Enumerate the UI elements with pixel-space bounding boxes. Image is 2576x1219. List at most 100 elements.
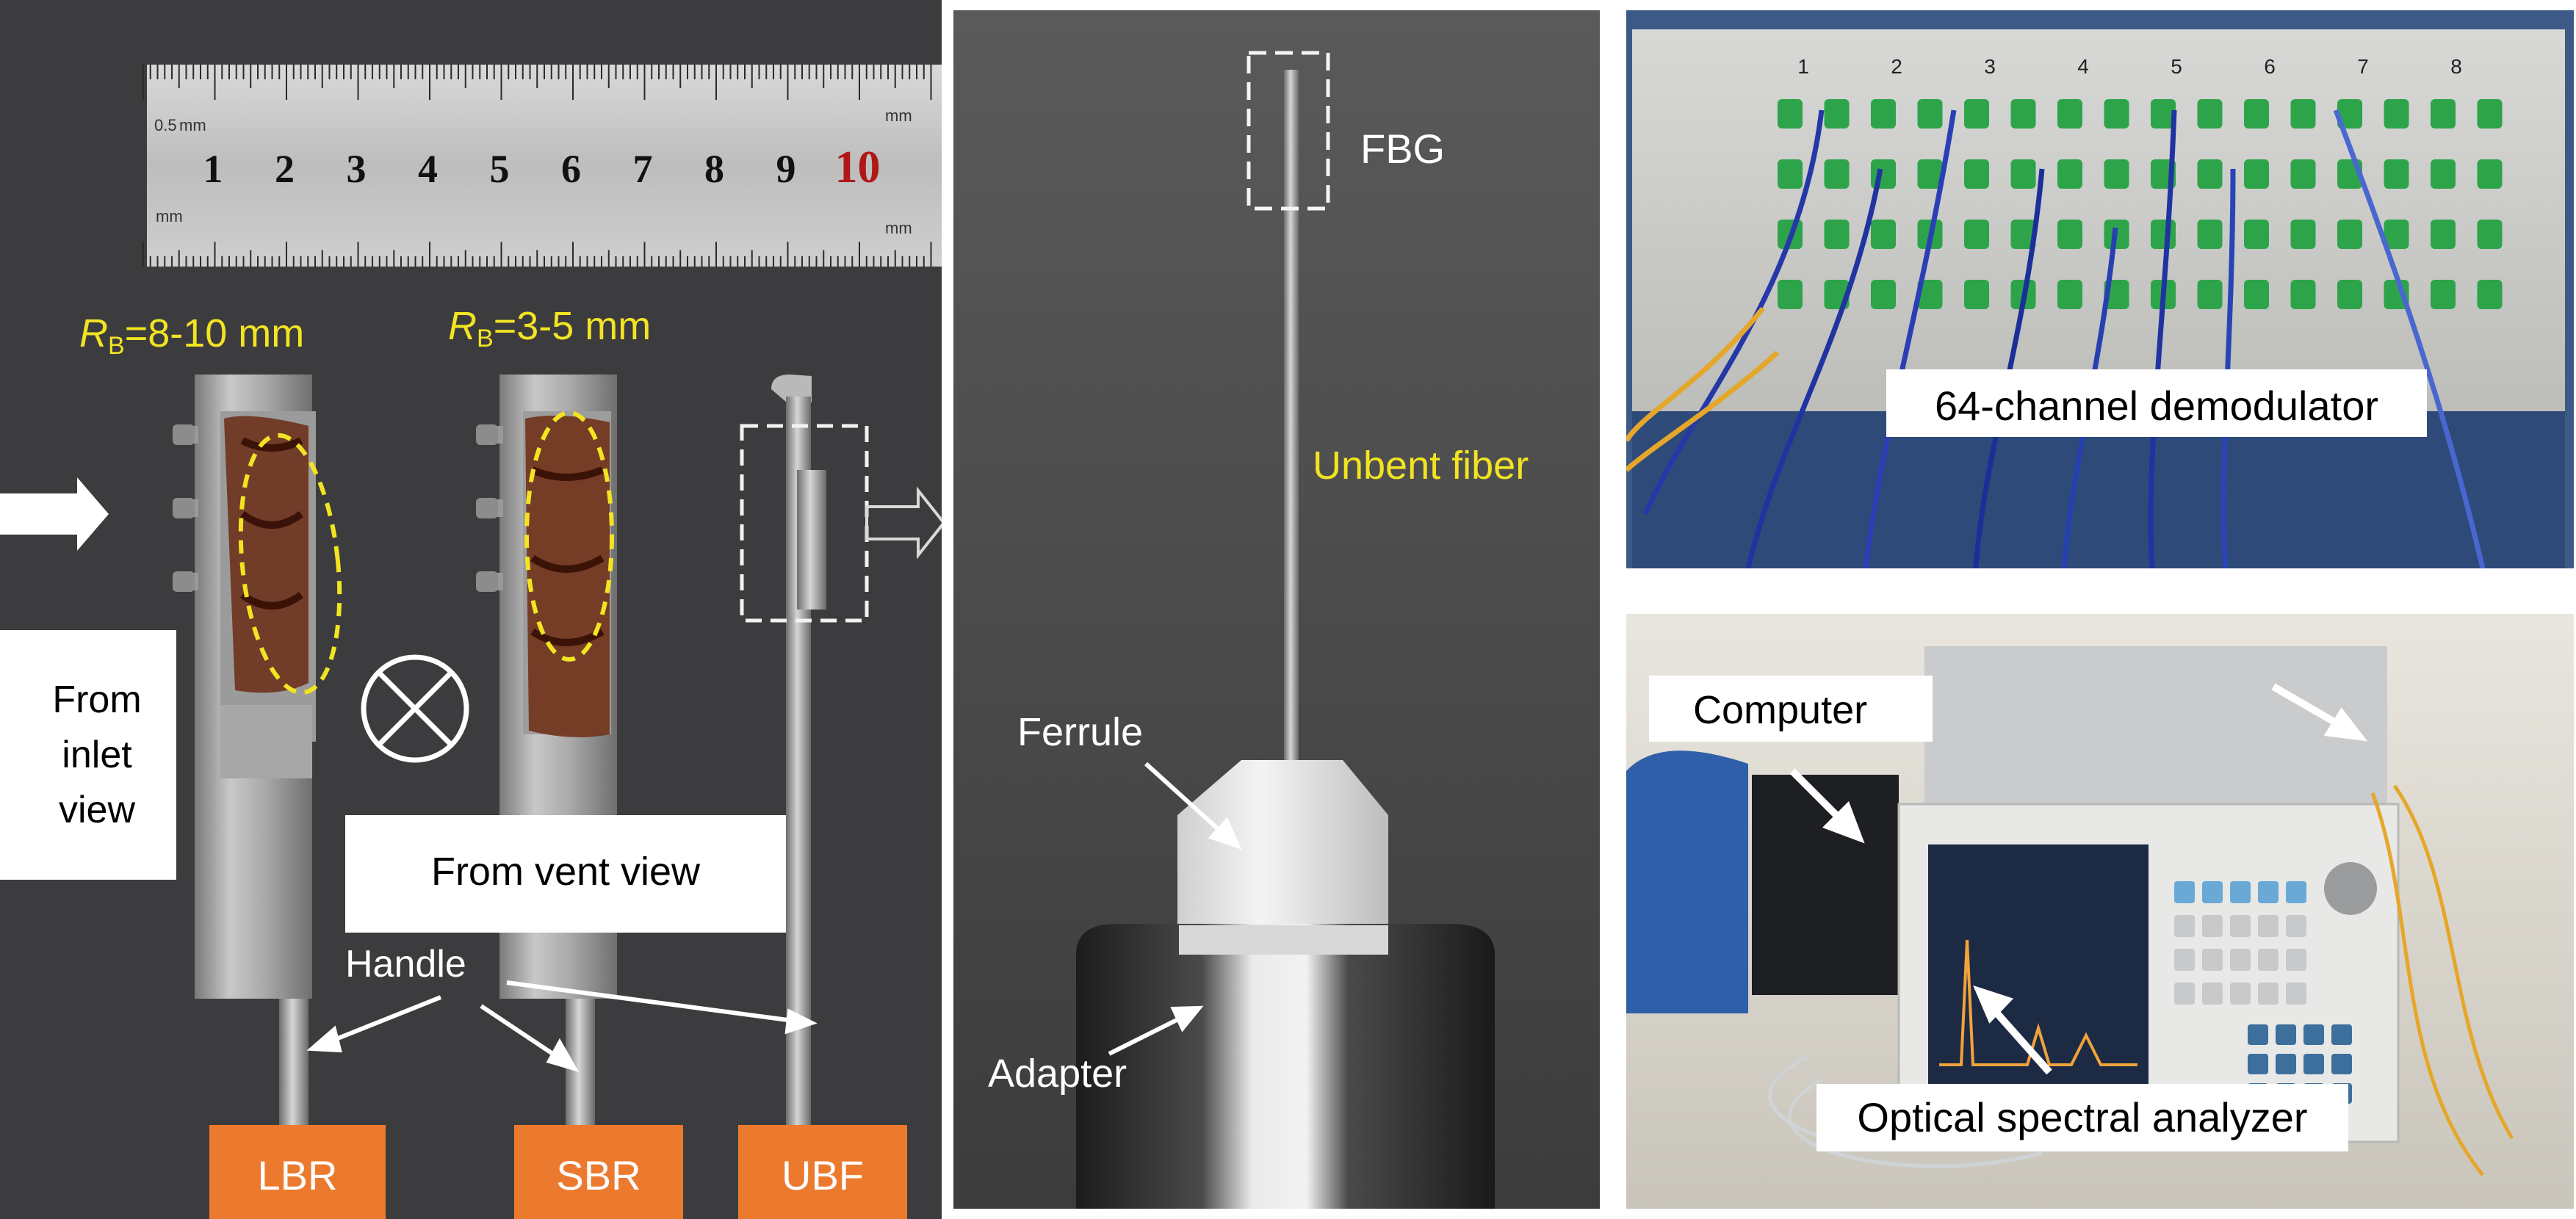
- fiber-port: [2337, 220, 2362, 249]
- demodulator-label-box: [1886, 369, 2427, 437]
- fiber-port: [2431, 280, 2456, 309]
- osa-key: [2286, 949, 2306, 971]
- svg-text:view: view: [59, 789, 135, 831]
- fiber-port: [2431, 220, 2456, 249]
- osa-key: [2230, 915, 2251, 937]
- fiber-port: [2290, 159, 2316, 189]
- osa-key: [2174, 949, 2195, 971]
- osa-key: [2202, 983, 2223, 1005]
- osa-key: [2230, 983, 2251, 1005]
- ferrule-arrow: [1144, 762, 1242, 850]
- osa-key: [2174, 983, 2195, 1005]
- fiber-port: [2057, 99, 2082, 129]
- fiber-port: [1917, 159, 1943, 189]
- osa-key: [2174, 915, 2195, 937]
- ruler-number: 6: [561, 147, 581, 191]
- fiber-port: [2290, 99, 2316, 129]
- ruler-unit-top-right: mm: [885, 106, 912, 125]
- fiber-port: [1917, 280, 1943, 309]
- fiber-port: [2384, 99, 2409, 129]
- osa-key: [2286, 983, 2306, 1005]
- unbent-fiber-label: Unbent fiber: [1313, 444, 1529, 488]
- fiber-port: [2477, 220, 2503, 249]
- ruler-number: 2: [275, 147, 295, 191]
- fiber-port: [1824, 99, 1850, 129]
- fiber-port: [2431, 159, 2456, 189]
- fiber-port: [1778, 280, 1803, 309]
- fiber-port: [1964, 99, 1989, 129]
- ruler-number: 5: [490, 147, 510, 191]
- computer-label-box: [1649, 676, 1933, 742]
- ubf-dashed-box: [740, 424, 869, 623]
- fiber-port: [2151, 99, 2176, 129]
- svg-text:UBF: UBF: [782, 1152, 864, 1198]
- fiber-port: [2477, 159, 2503, 189]
- fiber-port: [2290, 220, 2316, 249]
- osa-spectrum: [1939, 939, 2137, 1066]
- fiber-port: [2337, 99, 2362, 129]
- computer-monitor: [1752, 775, 1899, 995]
- osa-key: [2202, 949, 2223, 971]
- fiber-port: [2244, 159, 2269, 189]
- channel-number: 1: [1797, 55, 1809, 78]
- fiber-port: [2290, 280, 2316, 309]
- svg-text:From: From: [52, 679, 141, 721]
- svg-text:inlet: inlet: [62, 734, 132, 776]
- ruler-number: 7: [633, 147, 653, 191]
- fiber-port: [2057, 159, 2082, 189]
- handle-arrows: [306, 980, 818, 1072]
- channel-number: 2: [1891, 55, 1902, 78]
- fiber-port: [1824, 159, 1850, 189]
- fiber-port: [2057, 220, 2082, 249]
- channel-number: 6: [2264, 55, 2276, 78]
- fiber-port: [2010, 220, 2036, 249]
- fiber-port: [1871, 159, 1896, 189]
- osa-key: [2286, 915, 2306, 937]
- adapter: [1076, 924, 1495, 1209]
- demodulator-box: [1924, 646, 2387, 804]
- lbr-highlight-ellipse: [238, 433, 342, 695]
- fiber-port: [2477, 280, 2503, 309]
- fbg-dashed-box: [1246, 51, 1330, 211]
- ruler-unit-bottom-right: mm: [885, 219, 912, 237]
- handle-label: Handle: [345, 943, 466, 985]
- svg-text:SBR: SBR: [556, 1152, 641, 1198]
- ruler-number: 8: [704, 147, 724, 191]
- ruler-number: 3: [347, 147, 367, 191]
- osa-key: [2230, 949, 2251, 971]
- channel-number: 4: [2077, 55, 2089, 78]
- osa-numeric-key: [2303, 1024, 2324, 1045]
- channel-number: 3: [1984, 55, 1996, 78]
- middle-panel: FBG Unbent fiber Ferrule Adapter: [953, 10, 1600, 1209]
- fiber-port: [1824, 220, 1850, 249]
- osa-key: [2258, 881, 2279, 903]
- osa-numeric-key: [2248, 1024, 2268, 1045]
- ruler-ticks: [142, 65, 932, 267]
- osa-arrow: [1973, 985, 2052, 1075]
- tag-lbr: LBR: [209, 1125, 386, 1219]
- fiber-needle: [1284, 70, 1299, 767]
- osa-numeric-key: [2331, 1054, 2352, 1074]
- fiber-port: [2057, 280, 2082, 309]
- fiber-port: [1964, 159, 1989, 189]
- osa-label-box: [1816, 1084, 2348, 1151]
- fiber-port: [2477, 99, 2503, 129]
- demodulator-arrow: [2271, 683, 2368, 742]
- osa-label: Optical spectral analyzer: [1857, 1094, 2307, 1140]
- fiber-port: [2244, 280, 2269, 309]
- ruler-number: 10: [835, 142, 881, 192]
- tag-sbr: SBR: [514, 1125, 683, 1219]
- ruler-scale-tag: 0.5: [154, 116, 177, 134]
- ruler-unit-top-left: mm: [179, 116, 206, 134]
- ruler-unit-bottom-left: mm: [156, 207, 183, 225]
- into-page-symbol: [361, 654, 469, 763]
- fiber-port: [2197, 280, 2223, 309]
- adapter-arrow: [1108, 1005, 1204, 1056]
- adapter-label: Adapter: [988, 1052, 1127, 1096]
- fiber-port: [1871, 99, 1896, 129]
- ruler-number: 4: [418, 147, 438, 191]
- fiber-port: [2104, 159, 2129, 189]
